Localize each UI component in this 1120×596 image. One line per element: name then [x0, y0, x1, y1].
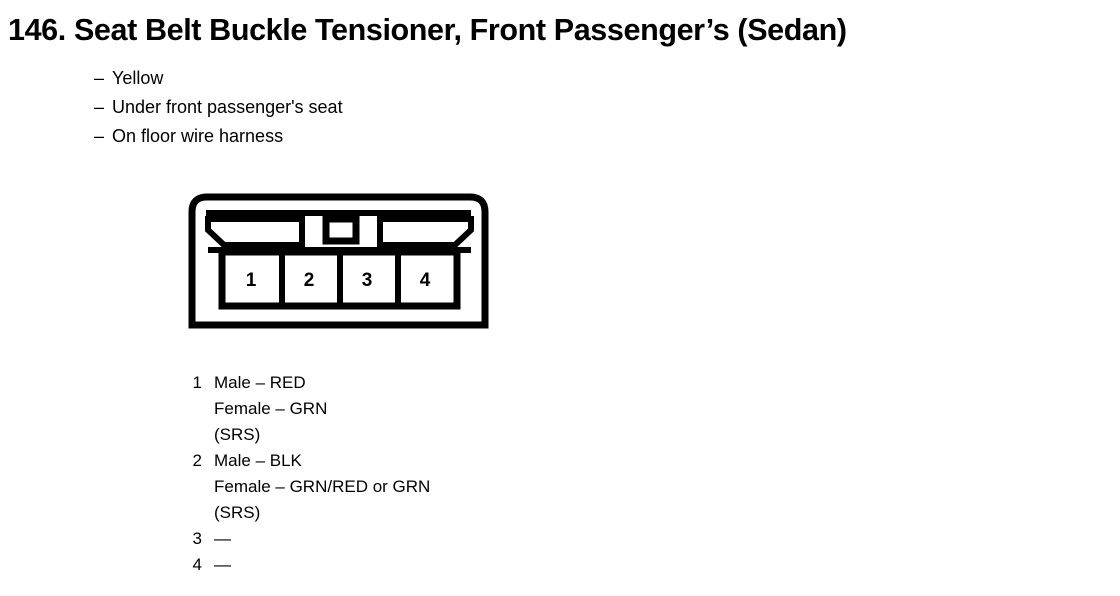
en-dash-bullet-icon: –	[94, 97, 105, 117]
pin-legend-number: 1	[192, 373, 202, 392]
attribute-list: – Yellow – Under front passenger's seat …	[94, 64, 794, 151]
pin-cell-label-3: 3	[362, 270, 373, 291]
pin-legend-lines: Male – BLK Female – GRN/RED or GRN (SRS)	[214, 448, 430, 526]
pin-legend-line: —	[214, 529, 231, 548]
pin-legend-number: 3	[192, 529, 202, 548]
pin-legend-entry: 4 —	[188, 552, 788, 578]
pin-legend-line: Female – GRN	[214, 399, 328, 418]
en-dash-bullet-icon: –	[94, 126, 105, 146]
pin-legend-lines: Male – RED Female – GRN (SRS)	[214, 370, 327, 448]
pin-cell-label-4: 4	[420, 270, 431, 291]
pin-legend-line: Female – GRN/RED or GRN	[214, 477, 431, 496]
page-title: 146. Seat Belt Buckle Tensioner, Front P…	[8, 12, 847, 47]
connector-top-rail	[206, 210, 471, 216]
connector-illustration: 1 2 3 4	[188, 193, 489, 329]
attribute-item: – On floor wire harness	[94, 122, 794, 151]
pin-legend-number: 4	[192, 555, 202, 574]
attribute-label: Under front passenger's seat	[112, 97, 343, 117]
pin-divider	[395, 252, 401, 306]
pin-legend-lines: —	[214, 526, 231, 552]
pin-legend-entry: 3 —	[188, 526, 788, 552]
attribute-label: Yellow	[112, 68, 164, 88]
en-dash-bullet-icon: –	[94, 68, 105, 88]
pin-legend-line: —	[214, 555, 231, 574]
pin-divider	[337, 252, 343, 306]
pin-legend-line: Male – BLK	[214, 451, 302, 470]
pin-legend-line: (SRS)	[214, 503, 261, 522]
attribute-item: – Yellow	[94, 64, 794, 93]
pin-legend-line: Male – RED	[214, 373, 306, 392]
pin-legend-line: (SRS)	[214, 425, 261, 444]
connector-left-tab	[205, 216, 305, 248]
connector-diagram: 1 2 3 4	[182, 190, 502, 335]
attribute-item: – Under front passenger's seat	[94, 93, 794, 122]
attribute-label: On floor wire harness	[112, 126, 284, 146]
pin-legend-number: 2	[192, 451, 202, 470]
pin-cell-label-2: 2	[304, 270, 315, 291]
pin-legend-lines: —	[214, 552, 231, 578]
connector-center-latch	[322, 215, 360, 245]
pin-legend-entry: 2 Male – BLK Female – GRN/RED or GRN (SR…	[188, 448, 788, 526]
pin-divider	[279, 252, 285, 306]
pin-legend: 1 Male – RED Female – GRN (SRS) 2 Male –…	[188, 370, 788, 578]
connector-right-tab	[377, 216, 474, 248]
pin-legend-entry: 1 Male – RED Female – GRN (SRS)	[188, 370, 788, 448]
pin-cell-label-1: 1	[246, 270, 257, 291]
